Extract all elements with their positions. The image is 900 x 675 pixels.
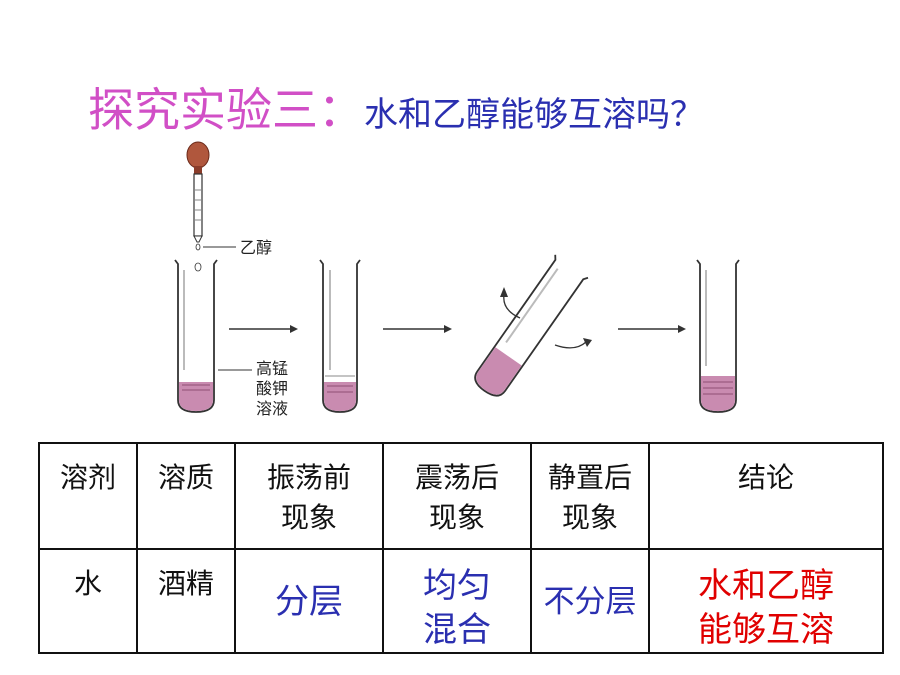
cell-solute: 酒精 [136,548,236,654]
cell-solvent: 水 [38,548,138,654]
experiment-table: 溶剂 溶质 振荡前现象 震荡后现象 静置后现象 结论 水 酒精 分层 均匀混合 … [38,442,884,654]
arrow-icon [229,325,298,333]
cell-after-rest: 不分层 [530,548,650,654]
liquid-mixed [476,347,522,395]
test-tube-4 [696,259,740,413]
liquid-uniform [701,376,735,411]
table-row: 水 酒精 分层 均匀混合 不分层 水和乙醇能够互溶 [38,548,884,654]
cell-after-shake: 均匀混合 [382,548,532,654]
shake-arrow-icon [500,287,592,349]
title-main: 探究实验三： [88,83,364,137]
dropper-icon [186,141,210,251]
header-after-shake: 震荡后现象 [382,442,532,550]
label-solution-1: 高锰 [256,359,288,378]
cell-before-shake: 分层 [234,548,384,654]
label-ethanol: 乙醇 [240,238,272,257]
arrow-icon [383,325,452,333]
test-tube-3 [474,254,589,397]
label-solution-2: 酸钾 [256,379,288,398]
header-conclusion: 结论 [648,442,884,550]
header-before-shake: 振荡前现象 [234,442,384,550]
test-tube-2 [319,259,361,413]
header-after-rest: 静置后现象 [530,442,650,550]
label-solution-3: 溶液 [256,399,288,418]
test-tube-1 [174,259,218,413]
cell-conclusion: 水和乙醇能够互溶 [648,548,884,654]
header-solvent: 溶剂 [38,442,138,550]
liquid-layer-1 [179,382,213,411]
header-solute: 溶质 [136,442,236,550]
liquid-layer-2 [324,382,356,411]
table-header-row: 溶剂 溶质 振荡前现象 震荡后现象 静置后现象 结论 [38,442,884,550]
arrow-icon [618,325,686,333]
title-question: 水和乙醇能够互溶吗？ [364,95,704,135]
page-title: 探究实验三：水和乙醇能够互溶吗？ [88,74,704,140]
experiment-figure: 乙醇 高锰 酸钾 溶液 [174,141,740,418]
